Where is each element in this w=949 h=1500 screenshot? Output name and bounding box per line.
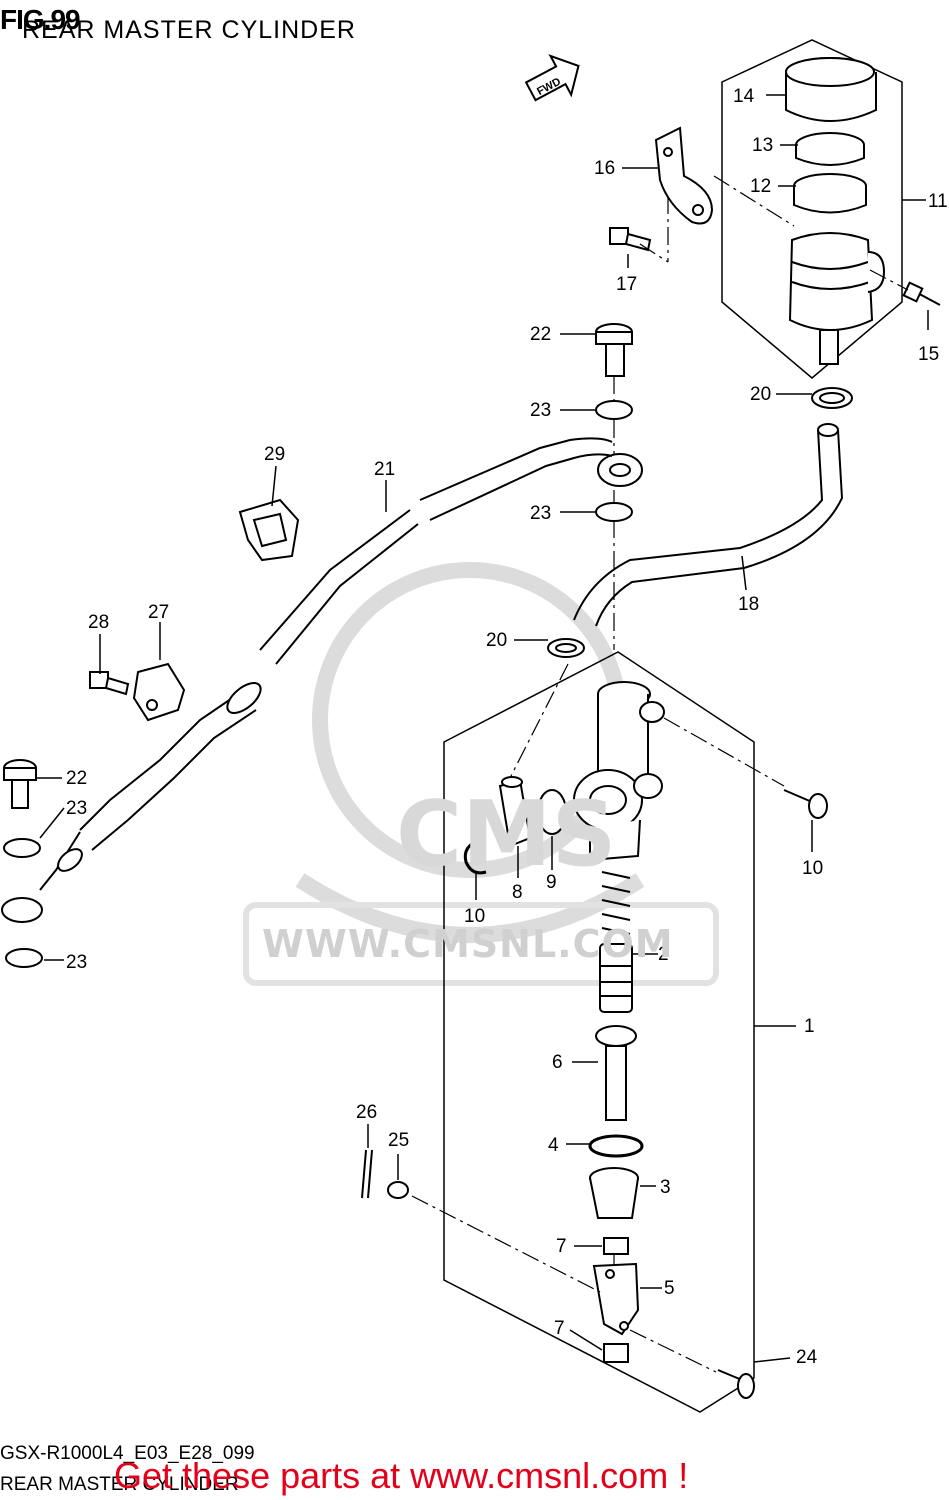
callout-7-lower: 7 <box>554 1318 565 1339</box>
reservoir-cap <box>785 57 877 122</box>
callout-6: 6 <box>552 1052 563 1073</box>
callout-11: 10 <box>802 858 823 879</box>
callout-23-upper: 23 <box>530 400 551 421</box>
hose-connector <box>498 776 532 848</box>
clamp-bolt <box>89 671 130 696</box>
callout-2: 2 <box>658 944 669 965</box>
washer-lower-2 <box>5 948 43 968</box>
reservoir-plate <box>793 173 867 214</box>
washer-middle <box>595 502 633 522</box>
watermark-logo: CMS <box>396 782 617 887</box>
callout-5: 5 <box>664 1278 675 1299</box>
callout-23-lower-2: 23 <box>66 952 87 973</box>
reservoir-hose-end <box>817 423 839 437</box>
reservoir-bracket <box>654 126 714 225</box>
center-lines <box>411 175 909 1373</box>
callout-27: 27 <box>148 602 169 623</box>
leader-lines <box>36 94 929 1363</box>
banjo-fitting-lower <box>1 897 43 923</box>
hose-collars <box>57 682 262 872</box>
callout-10: 10 <box>464 906 485 927</box>
pushrod-boot <box>589 1167 639 1219</box>
washer-lower-1 <box>3 838 41 858</box>
callout-23-lower-1: 23 <box>66 798 87 819</box>
watermark-banner <box>243 902 719 986</box>
pin-washer <box>387 1181 409 1199</box>
figure-title: REAR MASTER CYLINDER <box>22 16 356 44</box>
lock-nut-upper <box>603 1237 629 1255</box>
lock-nut-lower <box>603 1343 629 1363</box>
callout-9: 9 <box>546 872 557 893</box>
hose-clip-upper <box>811 387 853 409</box>
callout-1: 1 <box>804 1016 815 1037</box>
clevis <box>592 1262 640 1336</box>
washer-upper <box>595 400 633 420</box>
piston-set <box>599 943 633 1013</box>
callout-29: 29 <box>264 444 285 465</box>
reservoir-hose <box>573 429 844 627</box>
union-bolt-top <box>595 323 633 377</box>
callout-18: 17 <box>616 274 637 295</box>
promo-link[interactable]: Get these parts at www.cmsnl.com ! <box>114 1455 689 1496</box>
callout-22-lower: 22 <box>66 768 87 789</box>
fwd-arrow <box>524 54 580 102</box>
diagram-name: REAR MASTER CYLINDER <box>0 1474 239 1495</box>
brake-hose <box>39 437 613 891</box>
callout-12: 11 <box>928 191 948 212</box>
reservoir-body <box>788 232 886 365</box>
piston-spring <box>601 871 631 935</box>
union-bolt-lower <box>3 759 37 809</box>
callout-4: 4 <box>548 1135 559 1156</box>
callout-16: 15 <box>918 344 939 365</box>
callout-21: 21 <box>374 459 395 480</box>
callout-23-middle: 23 <box>530 503 551 524</box>
master-cylinder-group-box <box>443 651 755 1413</box>
reservoir-diaphragm <box>795 132 865 166</box>
cotter-pin <box>361 1149 373 1199</box>
callout-8: 8 <box>512 882 523 903</box>
pushrod <box>595 1025 637 1121</box>
hose-clamp <box>238 498 300 562</box>
cylinder-mount-bolt <box>783 789 828 819</box>
callout-17: 16 <box>594 158 615 179</box>
callout-13: 12 <box>750 176 771 197</box>
callout-7-upper: 7 <box>556 1236 567 1257</box>
hose-clip-lower <box>547 638 585 658</box>
diagram-code: GSX-R1000L4_E03_E28_099 <box>0 1443 255 1464</box>
master-cylinder-body <box>573 681 665 862</box>
banjo-fitting <box>597 453 643 487</box>
callout-labels: 14 13 12 11 15 16 17 22 23 23 20 18 20 2… <box>66 76 948 1368</box>
pushrod-circlip <box>588 1134 644 1158</box>
callout-22-top: 22 <box>530 324 551 345</box>
circlip <box>463 838 487 875</box>
clevis-pin <box>717 1369 755 1399</box>
callout-19: 18 <box>738 594 759 615</box>
o-ring <box>537 789 567 835</box>
watermark-url: WWW.CMSNL.COM <box>262 922 674 966</box>
callout-25: 25 <box>388 1130 409 1151</box>
callout-20-upper: 20 <box>750 384 771 405</box>
callout-20-lower: 20 <box>486 630 507 651</box>
callout-28: 28 <box>88 612 109 633</box>
callout-15: 14 <box>733 86 755 107</box>
callout-14: 13 <box>752 135 773 156</box>
callout-24: 24 <box>796 1347 818 1368</box>
callout-26: 26 <box>356 1102 377 1123</box>
hose-clamp-lower <box>132 662 186 722</box>
reservoir-group-box <box>721 39 903 379</box>
figure-number: FIG.99 <box>0 4 81 35</box>
callout-3: 3 <box>660 1177 671 1198</box>
reservoir-bolt <box>902 281 941 306</box>
